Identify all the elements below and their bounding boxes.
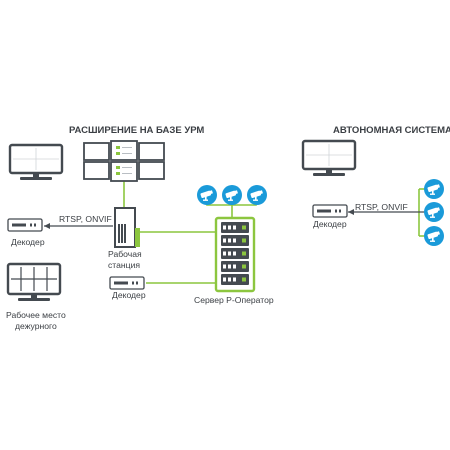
gray-links xyxy=(44,209,427,229)
label-decoder-right: Декодер xyxy=(313,219,347,229)
monitor-icon xyxy=(301,139,357,176)
cctv-camera-icon xyxy=(222,185,242,205)
monitor-icon xyxy=(138,161,165,180)
cctv-camera-icon xyxy=(424,179,444,199)
monitor-icon xyxy=(6,262,62,301)
label-workstation-2: станция xyxy=(108,260,140,270)
monitor-icon xyxy=(110,161,138,182)
server-rack-icon xyxy=(214,216,256,293)
connection-lines xyxy=(123,180,426,284)
video-wall xyxy=(83,140,165,182)
label-rtsp-left: RTSP, ONVIF xyxy=(59,214,112,224)
cctv-camera-icon xyxy=(424,226,444,246)
label-server: Сервер Р-Оператор xyxy=(194,295,274,305)
decoder-box-icon xyxy=(7,218,43,232)
workstation-tower-icon xyxy=(114,207,140,248)
title-left: РАСШИРЕНИЕ НА БАЗЕ УРМ xyxy=(69,125,204,136)
monitor-icon xyxy=(138,142,165,161)
title-right: АВТОНОМНАЯ СИСТЕМА xyxy=(333,125,450,136)
decoder-box-icon xyxy=(109,276,145,290)
cctv-camera-icon xyxy=(247,185,267,205)
decoder-box-icon xyxy=(312,204,348,218)
label-rtsp-right: RTSP, ONVIF xyxy=(355,202,408,212)
label-decoder-middle: Декодер xyxy=(112,290,146,300)
monitor-icon xyxy=(83,142,110,161)
monitor-icon xyxy=(83,161,110,180)
label-workstation-1: Рабочая xyxy=(108,249,142,259)
cctv-camera-icon xyxy=(424,202,444,222)
monitor-icon xyxy=(110,140,138,161)
label-duty-2: дежурного xyxy=(15,321,57,331)
cctv-camera-icon xyxy=(197,185,217,205)
label-duty-1: Рабочее место xyxy=(6,310,66,320)
label-decoder-left: Декодер xyxy=(11,237,45,247)
monitor-icon xyxy=(8,143,64,180)
